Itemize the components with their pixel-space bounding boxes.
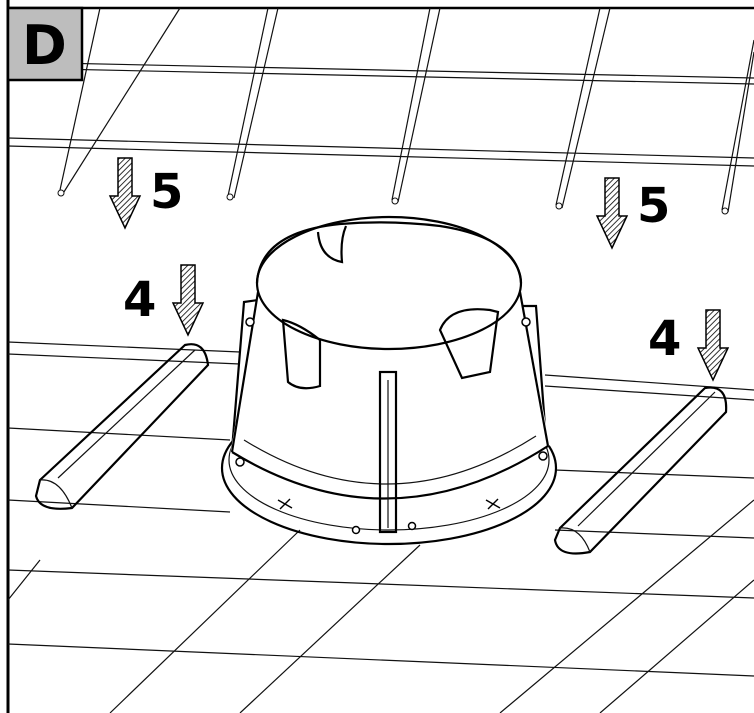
step-number-5: 5 bbox=[637, 178, 670, 234]
upper-rebar-grid bbox=[7, 7, 754, 215]
step-number-5: 5 bbox=[150, 164, 183, 220]
step-number-4: 4 bbox=[123, 272, 156, 328]
arrow-down-icon bbox=[108, 157, 142, 230]
step-number-4: 4 bbox=[648, 311, 681, 367]
arrow-down-icon bbox=[595, 177, 629, 250]
arrow-down-icon bbox=[696, 309, 730, 382]
left-spacer-bar bbox=[34, 343, 210, 510]
panel-label-box: D bbox=[6, 6, 84, 82]
panel-label: D bbox=[22, 14, 67, 77]
arrow-down-icon bbox=[171, 264, 205, 337]
recessed-housing bbox=[220, 215, 558, 546]
right-spacer-bar bbox=[553, 386, 728, 555]
diagram-frame bbox=[6, 0, 754, 713]
lower-rebar-grid bbox=[7, 341, 754, 713]
